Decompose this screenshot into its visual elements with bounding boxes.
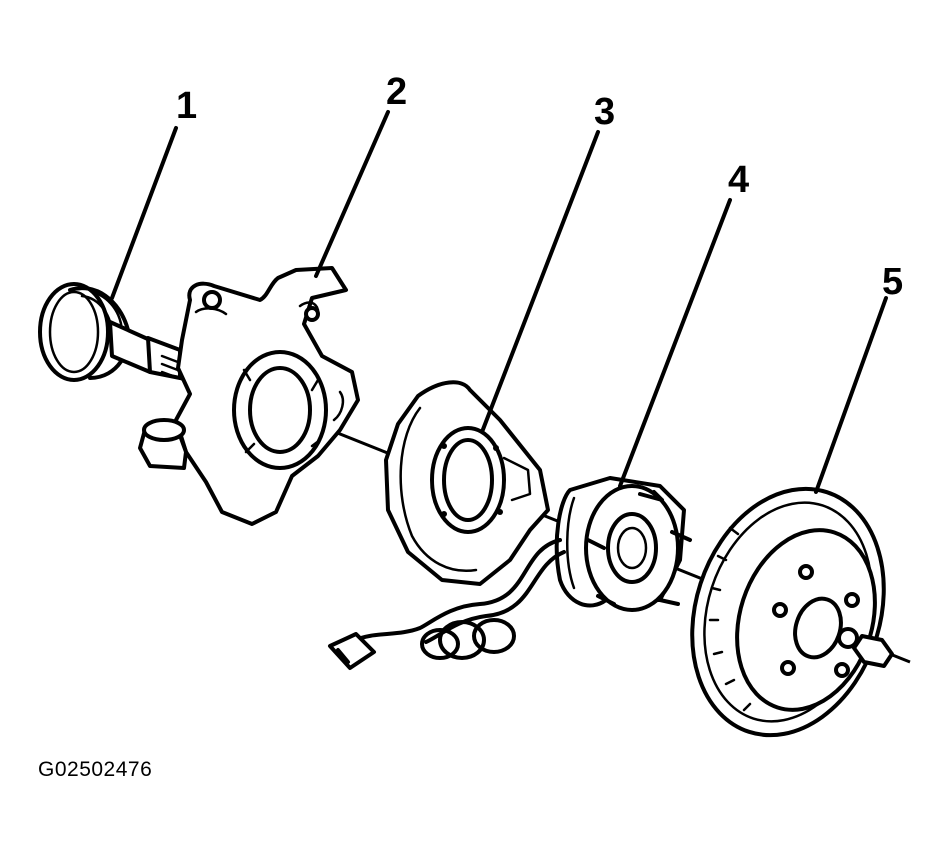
part-1-drive-axle (38, 282, 206, 388)
part-4-hub-bearing (328, 476, 692, 670)
part-3-splash-shield (384, 380, 550, 586)
callout-4: 4 (728, 159, 749, 201)
figure-id: G02502476 (38, 758, 153, 781)
leader-line-4 (618, 198, 732, 488)
leader-line-5 (814, 296, 888, 494)
callout-2: 2 (386, 71, 407, 113)
callout-3: 3 (594, 91, 615, 133)
leader-line-3 (480, 130, 600, 434)
callout-leaders (110, 110, 888, 494)
leader-line-2 (314, 110, 390, 278)
part-2-steering-knuckle (138, 266, 360, 526)
leader-line-1 (110, 126, 178, 300)
part-5-brake-rotor (690, 486, 894, 738)
callout-1: 1 (176, 85, 197, 127)
callout-5: 5 (882, 261, 903, 303)
